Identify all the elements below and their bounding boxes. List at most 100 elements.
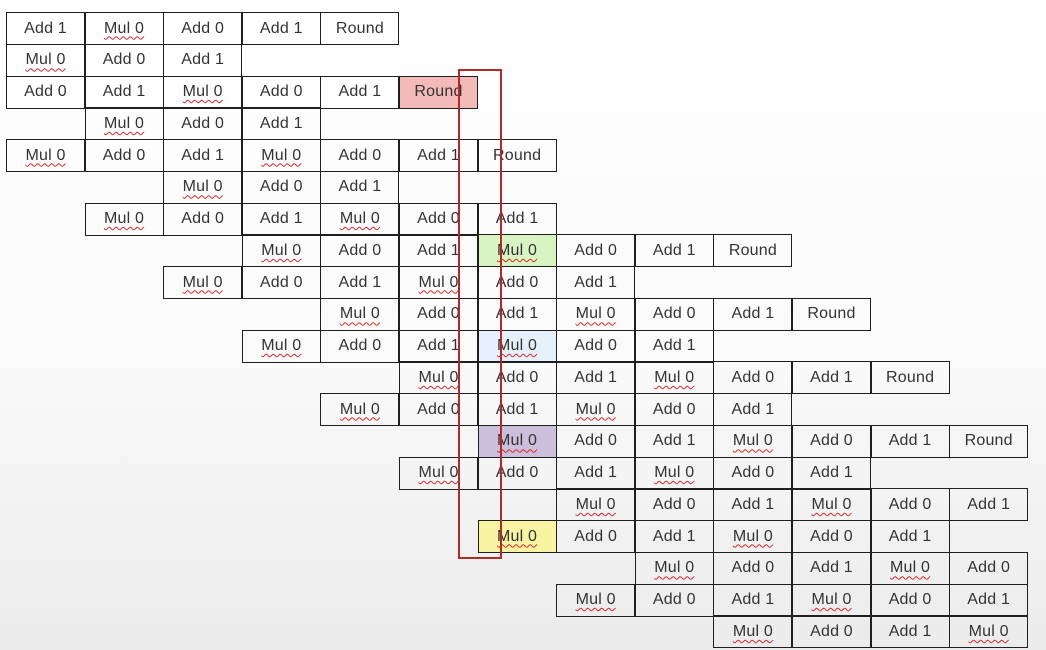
op-cell: Add 0 [634, 488, 714, 522]
op-label: Add 1 [652, 337, 696, 354]
op-label: Mul 0 [25, 146, 66, 164]
op-label: Add 1 [731, 305, 775, 323]
op-label: Add 1 [652, 432, 696, 450]
op-cell: Mul 0 [792, 583, 871, 617]
op-label: Add 1 [338, 178, 382, 196]
op-label: Add 0 [574, 432, 618, 450]
op-label: Mul 0 [968, 622, 1009, 640]
op-label: Add 0 [652, 305, 696, 323]
op-cell: Add 0 [320, 234, 400, 268]
op-label: Mul 0 [654, 464, 695, 481]
op-cell: Add 0 [634, 297, 714, 331]
op-cell: Add 0 [870, 488, 950, 522]
op-cell: Mul 0 [241, 234, 321, 268]
op-cell: Mul 0 [399, 361, 478, 395]
op-label: Add 1 [181, 51, 225, 69]
op-label: Add 0 [810, 527, 853, 545]
op-label: Add 0 [338, 241, 382, 259]
op-cell: Add 1 [163, 139, 243, 172]
op-label: Add 1 [24, 19, 67, 37]
op-label: Mul 0 [418, 464, 459, 481]
op-cell: Add 1 [792, 361, 871, 395]
op-label: Add 0 [810, 432, 853, 450]
op-label: Add 1 [652, 241, 696, 259]
op-cell: Add 0 [399, 297, 478, 331]
op-label: Add 1 [731, 400, 775, 418]
op-cell: Add 0 [949, 551, 1029, 585]
op-label: Add 0 [888, 591, 932, 608]
op-cell: Add 0 [320, 329, 400, 363]
op-cell: Mul 0 [84, 12, 164, 45]
op-label: Add 1 [967, 591, 1011, 608]
op-label: Add 0 [417, 305, 460, 323]
op-label: Add 0 [574, 241, 618, 259]
op-label: Mul 0 [339, 400, 380, 418]
op-cell: Add 0 [634, 393, 714, 426]
op-label: Add 1 [810, 464, 853, 481]
op-label: Add 0 [102, 51, 146, 69]
op-cell: Add 1 [399, 234, 478, 268]
op-label: Add 0 [495, 273, 539, 291]
op-label: Add 0 [259, 83, 303, 100]
op-cell: Add 0 [477, 361, 557, 395]
op-cell: Add 1 [399, 139, 478, 172]
op-cell: Add 1 [713, 488, 793, 522]
op-label: Add 0 [731, 464, 775, 481]
op-label: Mul 0 [497, 527, 538, 545]
op-cell: Add 1 [713, 297, 793, 331]
op-label: Mul 0 [339, 305, 380, 323]
op-cell: Mul 0 [556, 297, 636, 331]
op-label: Add 1 [888, 432, 932, 450]
op-label: Mul 0 [654, 368, 695, 386]
op-label: Add 0 [417, 210, 460, 227]
op-label: Mul 0 [732, 527, 773, 545]
op-label: Mul 0 [811, 495, 852, 513]
op-cell: Mul 0 [477, 520, 557, 553]
op-cell: Add 0 [792, 615, 871, 649]
op-cell: Mul 0 [713, 424, 793, 458]
op-label: Add 1 [888, 527, 932, 545]
op-label: Mul 0 [497, 337, 538, 354]
op-label: Round [493, 146, 542, 164]
op-label: Mul 0 [261, 146, 302, 164]
op-label: Mul 0 [890, 559, 931, 577]
op-cell: Add 1 [792, 456, 871, 490]
op-cell: Mul 0 [477, 234, 557, 268]
op-label: Add 1 [495, 210, 539, 227]
op-cell: Add 0 [792, 424, 871, 458]
op-cell: Add 1 [713, 393, 793, 426]
op-cell: Add 1 [320, 75, 400, 109]
op-cell: Add 1 [241, 202, 321, 236]
op-cell: Mul 0 [320, 297, 400, 331]
op-cell: Mul 0 [320, 202, 400, 236]
op-label: Add 1 [967, 495, 1011, 513]
op-cell: Add 1 [241, 107, 321, 141]
op-cell: Mul 0 [634, 361, 714, 395]
op-label: Add 0 [652, 495, 696, 513]
op-cell: Mul 0 [84, 202, 164, 236]
op-cell: Mul 0 [399, 266, 478, 299]
op-cell: Add 1 [320, 170, 400, 204]
op-label: Add 1 [574, 273, 618, 291]
op-cell: Mul 0 [634, 456, 714, 490]
op-cell: Add 1 [634, 424, 714, 458]
op-label: Add 0 [574, 527, 618, 545]
op-label: Add 0 [338, 337, 382, 354]
op-cell: Round [477, 139, 557, 172]
op-label: Mul 0 [575, 495, 616, 513]
op-cell: Round [792, 297, 871, 331]
op-label: Add 0 [967, 559, 1011, 577]
op-cell: Add 1 [477, 393, 557, 426]
op-cell: Mul 0 [163, 75, 243, 109]
op-label: Mul 0 [104, 19, 145, 37]
op-label: Add 1 [888, 622, 932, 640]
op-label: Round [886, 368, 935, 386]
op-cell: Mul 0 [713, 520, 793, 553]
op-label: Add 0 [652, 591, 696, 608]
op-label: Add 0 [259, 178, 303, 196]
op-label: Mul 0 [418, 368, 459, 386]
op-cell: Add 1 [163, 43, 243, 77]
op-label: Mul 0 [732, 432, 773, 450]
op-label: Add 1 [810, 559, 853, 577]
